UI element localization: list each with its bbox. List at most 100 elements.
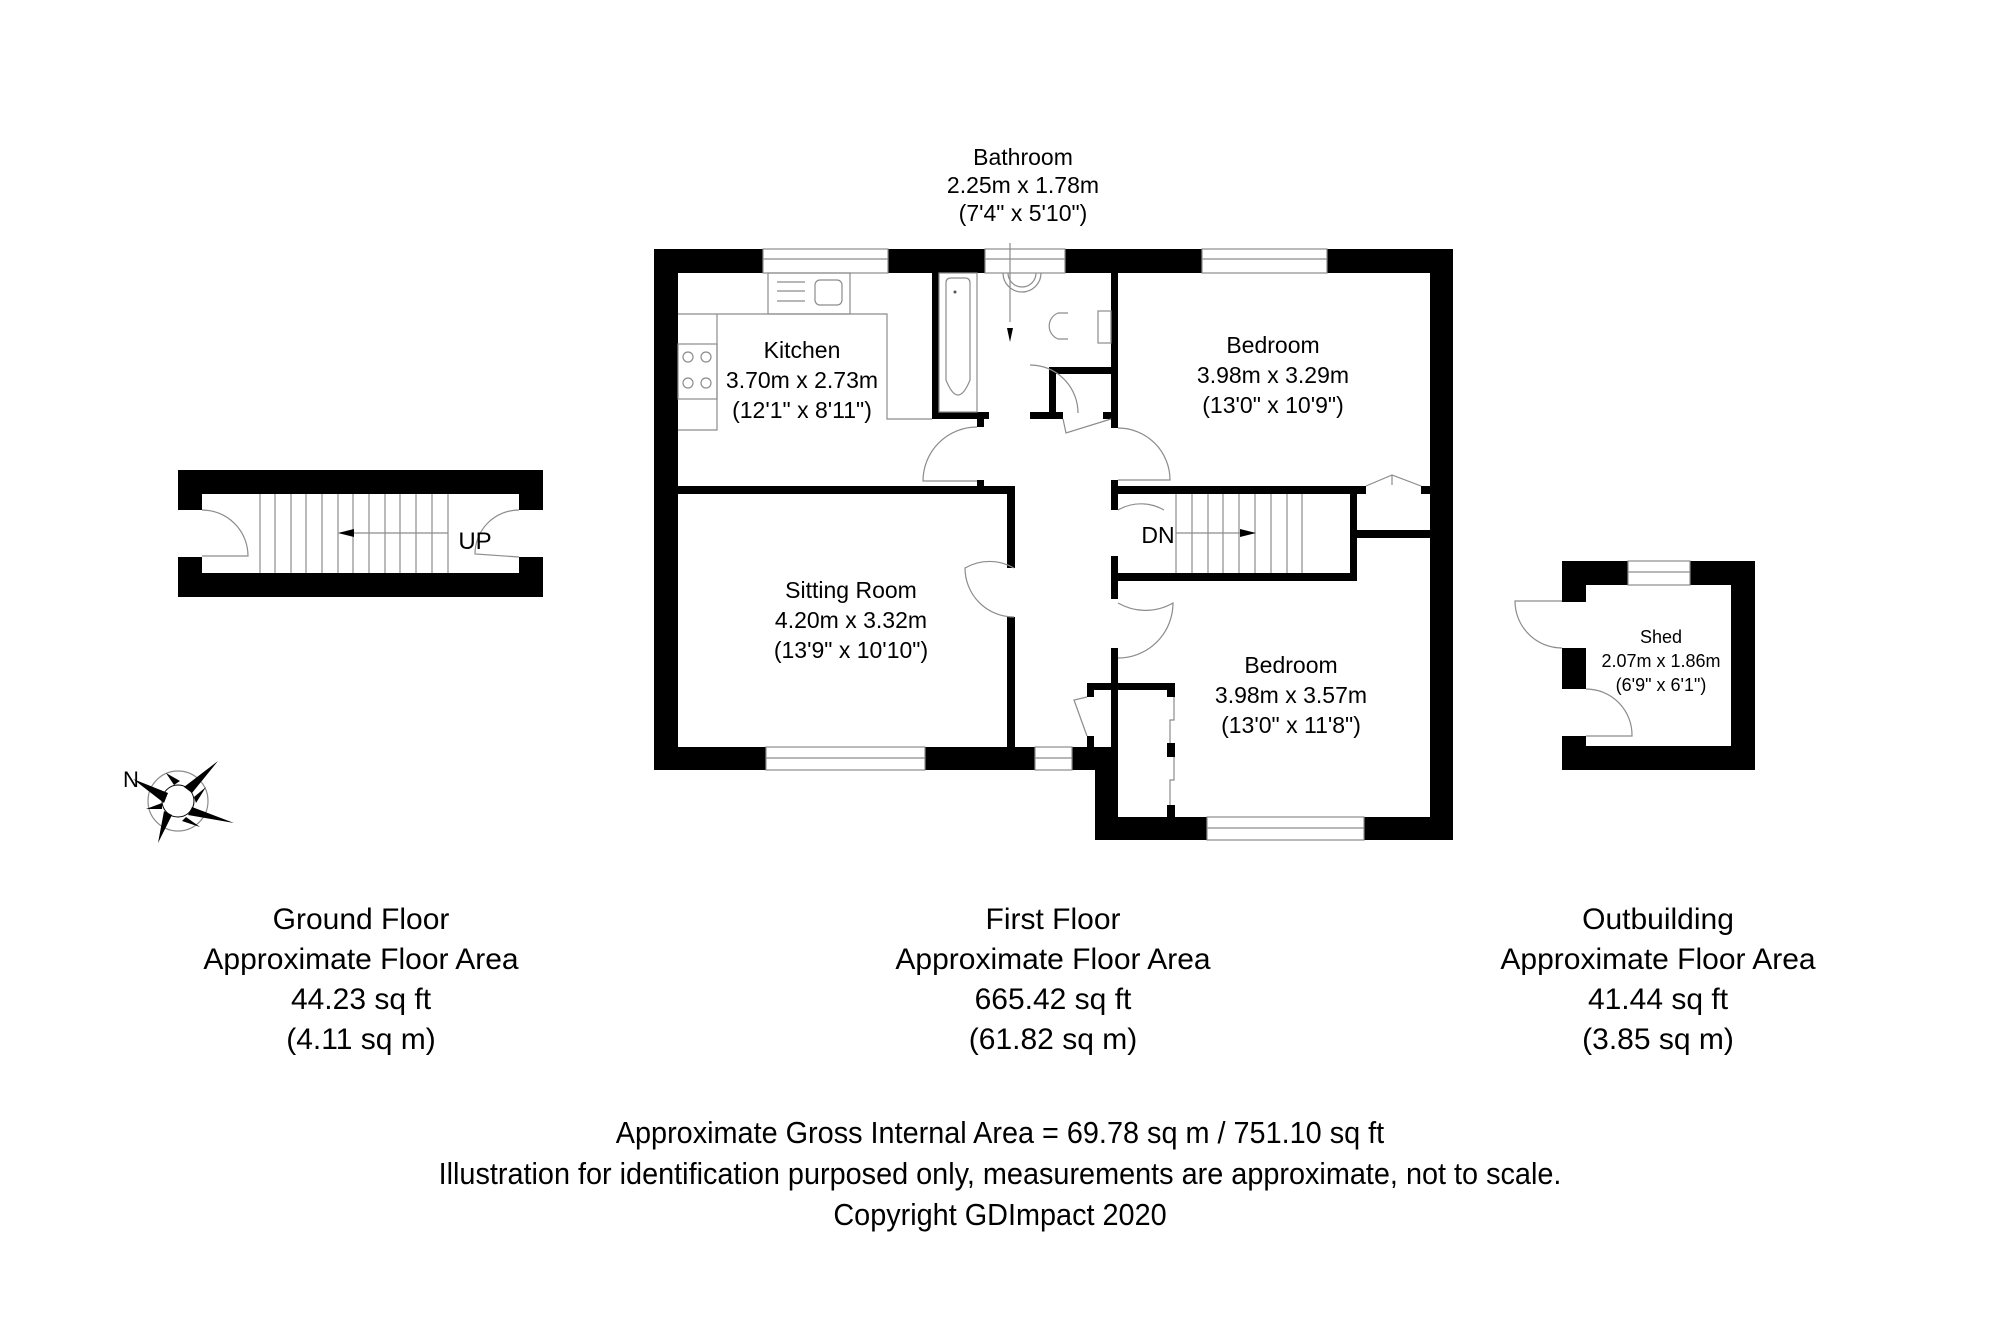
room-kitchen-label: Kitchen 3.70m x 2.73m (12'1" x 8'11")	[726, 337, 878, 423]
kitchen-sink	[767, 272, 851, 315]
kitchen-fixtures	[677, 272, 932, 431]
outer-top-wall-3	[1065, 249, 1202, 273]
disclaimer: Illustration for identification purposed…	[438, 1156, 1562, 1191]
wardrobe-stub-2	[1087, 736, 1094, 750]
landing-wall-3	[1111, 648, 1118, 820]
room-name: Kitchen	[764, 337, 841, 363]
bath-tub	[938, 272, 978, 413]
room-imperial: (7'4" x 5'10")	[959, 200, 1088, 226]
wardrobe-sliding-doors	[1169, 697, 1175, 805]
ground-floor-plan: UP	[178, 470, 543, 597]
sitting-right-wall-bottom	[1007, 617, 1015, 757]
kitchen-worktop	[678, 313, 932, 420]
floor-caption: Approximate Floor Area	[203, 943, 519, 976]
bathroom-bedroom-wall	[1111, 273, 1118, 428]
cupboard-top-wall	[1049, 367, 1111, 374]
stair-up-label: UP	[458, 528, 491, 555]
floor-name: Outbuilding	[1582, 903, 1734, 936]
gross-internal-area: Approximate Gross Internal Area = 69.78 …	[615, 1115, 1385, 1150]
shed-name: Shed	[1640, 627, 1682, 647]
room-metric: 4.20m x 3.32m	[775, 607, 927, 633]
outer-right-wall	[1430, 249, 1453, 840]
stair-bottom-wall	[1115, 573, 1357, 581]
sitting-right-wall-top	[1007, 486, 1015, 568]
bath-tub-inner	[945, 277, 971, 396]
room-name: Bedroom	[1226, 332, 1319, 358]
stair-down-label: DN	[1141, 522, 1174, 548]
ground-stair-arrow-icon	[338, 529, 354, 537]
ground-left-wall-top	[178, 470, 202, 510]
ground-left-door-swing	[201, 509, 249, 557]
outer-bottom-wall-1	[654, 747, 766, 770]
first-floor-area: First Floor Approximate Floor Area 665.4…	[803, 900, 1303, 1060]
shed-metric: 2.07m x 1.86m	[1601, 651, 1720, 671]
floor-sqm: (61.82 sq m)	[968, 1023, 1138, 1056]
landing-wall-1	[1111, 480, 1118, 510]
room-name: Bathroom	[973, 144, 1073, 170]
shed-window	[1627, 560, 1691, 586]
floor-caption: Approximate Floor Area	[1500, 943, 1816, 976]
first-stair-arrow-icon	[1240, 529, 1256, 537]
floor-name: Ground Floor	[272, 903, 450, 936]
shed-left-wall-1	[1562, 561, 1586, 602]
room-metric: 3.98m x 3.29m	[1197, 362, 1349, 388]
ground-floor-area: Ground Floor Approximate Floor Area 44.2…	[111, 900, 611, 1060]
bathroom-bottom-wall-1	[932, 412, 989, 419]
wardrobe-stub-1	[1087, 683, 1094, 697]
floor-caption: Approximate Floor Area	[895, 943, 1211, 976]
room-bedroom-2-label: Bedroom 3.98m x 3.57m (13'0" x 11'8")	[1215, 652, 1367, 738]
leader-arrow-icon	[1007, 328, 1013, 342]
shed-imperial: (6'9" x 6'1")	[1616, 675, 1707, 695]
hob-icon	[677, 343, 718, 400]
shed-door-swing-2	[1585, 688, 1633, 737]
closet-stub	[1421, 486, 1430, 494]
stair-right-wall	[1350, 486, 1357, 581]
ground-left-wall-bottom	[178, 557, 202, 597]
cupboard-left-wall	[1049, 367, 1056, 419]
outer-left-wall	[654, 249, 678, 770]
room-name: Bedroom	[1244, 652, 1337, 678]
ground-right-door-swing	[474, 509, 520, 558]
bathroom-fixtures	[938, 243, 1112, 413]
extension-bottom-wall-2	[1364, 817, 1453, 840]
landing-wall-2	[1111, 556, 1118, 599]
wash-basin	[1002, 272, 1042, 293]
kitchen-door-stub-bottom	[977, 480, 984, 488]
shed-left-wall-2	[1562, 648, 1586, 689]
door-swings	[922, 364, 1422, 737]
shed-door-swing-1	[1514, 600, 1563, 649]
footer-notes: Approximate Gross Internal Area = 69.78 …	[0, 1112, 2000, 1235]
room-imperial: (13'9" x 10'10")	[774, 637, 928, 663]
outbuilding-area: Outbuilding Approximate Floor Area 41.44…	[1408, 900, 1908, 1060]
kitchen-door-stub-top	[977, 419, 984, 427]
copyright: Copyright GDImpact 2020	[833, 1197, 1167, 1232]
room-bathroom-label: Bathroom 2.25m x 1.78m (7'4" x 5'10")	[947, 144, 1099, 226]
wardrobe-top-wall	[1087, 683, 1175, 690]
outbuilding-plan: Shed 2.07m x 1.86m (6'9" x 6'1")	[1514, 560, 1755, 770]
kitchen-worktop-left	[678, 314, 718, 431]
floor-sqm: (3.85 sq m)	[1582, 1023, 1734, 1056]
floor-name: First Floor	[985, 903, 1121, 936]
floor-sqm: (4.11 sq m)	[286, 1023, 436, 1056]
bathroom-left-wall	[932, 273, 939, 419]
wardrobe-stub-5	[1167, 805, 1175, 819]
kitchen-sink-bowl	[814, 279, 843, 306]
room-bedroom-1-label: Bedroom 3.98m x 3.29m (13'0" x 10'9")	[1197, 332, 1349, 418]
windows	[762, 248, 1365, 841]
outer-top-wall-2	[888, 249, 985, 273]
compass-rose-icon	[133, 761, 234, 843]
room-name: Sitting Room	[785, 577, 917, 603]
shed-right-wall	[1731, 561, 1755, 770]
toilet	[1048, 312, 1068, 340]
stair-top-wall	[1115, 486, 1366, 494]
floor-sqft: 665.42 sq ft	[974, 983, 1132, 1016]
first-floor-plan: DN	[654, 144, 1453, 841]
closet-divider-wall	[1357, 530, 1430, 538]
shed-bottom-wall	[1562, 746, 1755, 770]
extension-bottom-wall-1	[1095, 817, 1207, 840]
bathroom-bottom-wall-2	[1030, 412, 1063, 419]
ground-bottom-wall	[178, 573, 543, 597]
room-metric: 2.25m x 1.78m	[947, 172, 1099, 198]
cupboard-door-stub	[1103, 412, 1118, 419]
